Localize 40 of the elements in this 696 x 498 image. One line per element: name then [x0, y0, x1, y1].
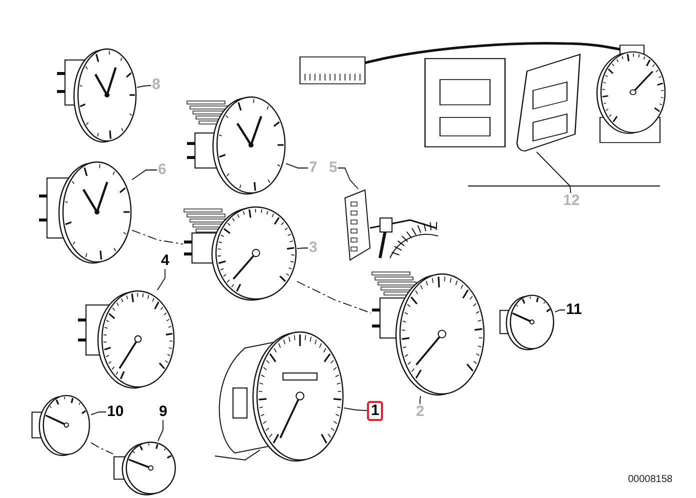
gauge-drawing [499, 294, 555, 351]
leader-line [468, 152, 660, 194]
callout-number: 10 [106, 404, 125, 420]
leader-line [286, 163, 308, 168]
reference-number: 00008158 [628, 474, 672, 485]
callout-number: 11 [565, 302, 583, 318]
callout-number: 9 [158, 404, 168, 420]
leader-line [132, 170, 158, 180]
speedometer-drawing [371, 271, 485, 396]
callout-number: 2 [415, 404, 426, 420]
leader-line [420, 396, 421, 404]
clock-drawing [56, 48, 137, 143]
instrument-cluster-drawing [299, 42, 666, 152]
callout-number: 8 [151, 77, 162, 93]
leader-line [157, 420, 164, 442]
callout-number: 7 [308, 160, 318, 176]
tachometer-drawing [183, 206, 297, 301]
callout-number: 12 [562, 193, 581, 209]
leader-line [136, 84, 152, 88]
clock-drawing [186, 96, 286, 195]
gauge-drawing [113, 441, 177, 496]
leader-line [156, 268, 166, 290]
leader-line [90, 412, 106, 416]
leader-line [554, 310, 566, 312]
speedometer-drawing [214, 331, 344, 462]
alignment-line [90, 442, 114, 454]
alignment-line [132, 230, 184, 245]
callout-number: 5 [328, 160, 338, 176]
gauge-drawing [31, 394, 91, 456]
circuit-board-drawing [344, 189, 439, 261]
alignment-line [296, 280, 372, 314]
leader-line [296, 248, 308, 250]
leader-line [338, 168, 359, 190]
callout-number: 3 [308, 240, 318, 256]
clock-drawing [38, 161, 132, 264]
callout-number: 1 [367, 401, 384, 421]
callout-number: 4 [160, 253, 170, 269]
leader-line [344, 407, 368, 412]
tachometer-drawing [77, 290, 175, 389]
callout-number: 6 [157, 162, 168, 178]
